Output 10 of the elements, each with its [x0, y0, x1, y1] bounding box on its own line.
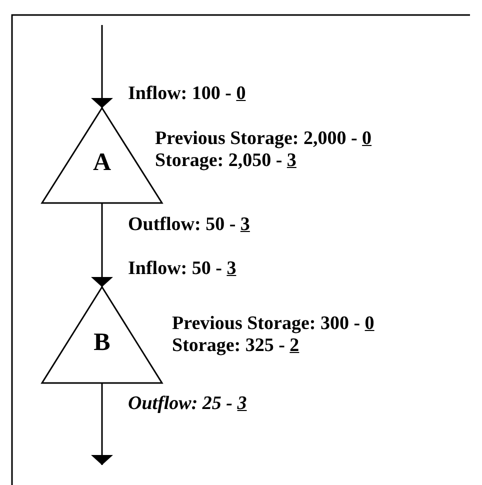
node-label: B [92, 328, 112, 357]
flow-annotation: Previous Storage: 2,000 - 0 [155, 128, 372, 150]
flow-annotation: Outflow: 25 - 3 [128, 393, 247, 415]
node-label: A [92, 149, 112, 178]
flow-annotation: Inflow: 50 - 3 [128, 258, 236, 280]
flow-annotation: Storage: 325 - 2 [172, 335, 300, 357]
flow-annotation: Inflow: 100 - 0 [128, 83, 246, 105]
flow-annotation: Outflow: 50 - 3 [128, 214, 250, 236]
flow-annotation: Previous Storage: 300 - 0 [172, 313, 374, 335]
flow-annotation: Storage: 2,050 - 3 [155, 150, 296, 172]
